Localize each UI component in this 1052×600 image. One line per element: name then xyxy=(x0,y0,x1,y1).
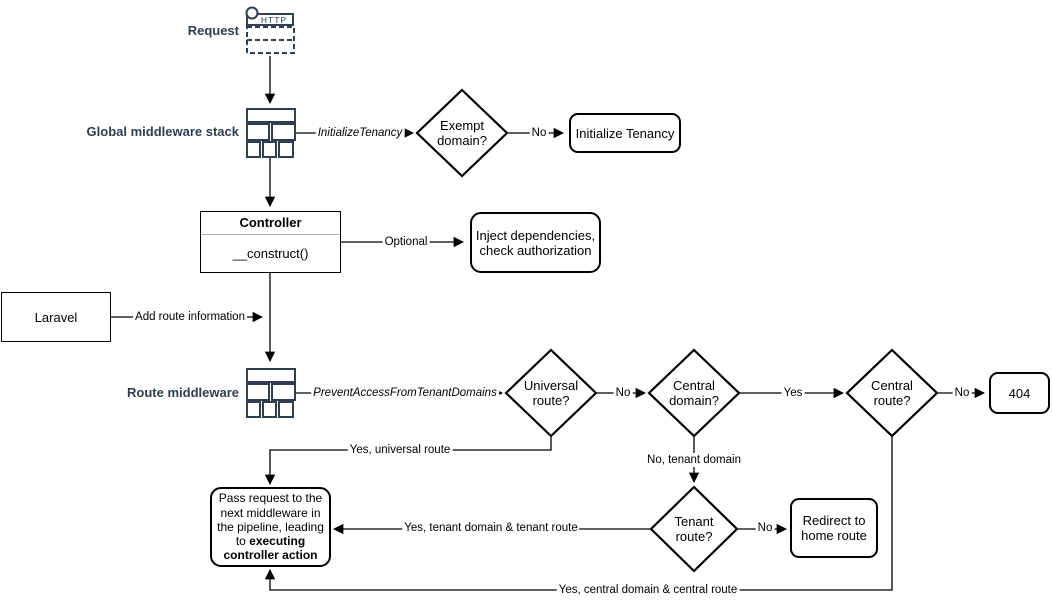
route-middleware-stack-icon xyxy=(246,368,296,418)
edge-label-central-domain-yes: Yes xyxy=(781,386,805,400)
edge-label-yes-tenant-domain-route: Yes, tenant domain & tenant route xyxy=(402,521,580,535)
decision-tenant-route-shape xyxy=(649,485,739,573)
pass-request-text: Pass request to the next middleware in t… xyxy=(217,491,324,563)
controller-construct-method: __construct() xyxy=(232,246,309,261)
decision-central-route-label: Central route? xyxy=(871,378,913,408)
decision-exempt-domain-shape xyxy=(415,88,509,178)
decision-universal-route-label: Universal route? xyxy=(523,378,579,408)
initialize-tenancy-box: Initialize Tenancy xyxy=(569,113,681,153)
global-middleware-stack-icon xyxy=(246,108,296,158)
decision-central-domain-label: Central domain? xyxy=(669,378,719,408)
decision-universal-route-shape xyxy=(504,348,598,438)
decision-central-route-shape xyxy=(845,348,939,438)
controller-title: Controller xyxy=(201,212,340,235)
decision-tenant-route-label: Tenant route? xyxy=(674,514,714,544)
edge-label-add-route-information: Add route information xyxy=(133,310,247,324)
edge-label-yes-central-domain-route: Yes, central domain & central route xyxy=(556,583,740,597)
edge-label-yes-universal-route: Yes, universal route xyxy=(347,443,453,457)
route-middleware-lane-label: Route middleware xyxy=(127,385,239,400)
http-request-icon: HTTP xyxy=(245,6,295,54)
edge-label-central-route-no: No xyxy=(952,386,972,400)
edge-label-no-tenant-domain: No, tenant domain xyxy=(645,453,743,467)
global-middleware-lane-label: Global middleware stack xyxy=(86,124,239,139)
edge-label-initialize-tenancy: InitializeTenancy xyxy=(315,126,405,140)
edge-label-prevent-access: PreventAccessFromTenantDomains xyxy=(311,386,499,400)
request-lane-label: Request xyxy=(187,23,239,38)
controller-box: Controller __construct() xyxy=(200,211,341,273)
laravel-box: Laravel xyxy=(1,292,111,342)
edge-label-exempt-no: No xyxy=(529,126,549,140)
redirect-home-box: Redirect to home route xyxy=(790,498,878,558)
http-icon-label: HTTP xyxy=(261,15,287,25)
edge-label-tenant-no: No xyxy=(755,521,775,535)
not-found-404-box: 404 xyxy=(989,372,1050,414)
inject-dependencies-box: Inject dependencies, check authorization xyxy=(470,212,601,273)
pass-request-box: Pass request to the next middleware in t… xyxy=(210,487,331,567)
decision-exempt-domain-label: Exempt domain? xyxy=(437,118,487,148)
edge-label-optional: Optional xyxy=(382,235,430,249)
decision-central-domain-shape xyxy=(647,348,741,438)
pass-request-bold-text: executing controller action xyxy=(223,534,318,563)
edge-label-universal-no: No xyxy=(613,386,633,400)
